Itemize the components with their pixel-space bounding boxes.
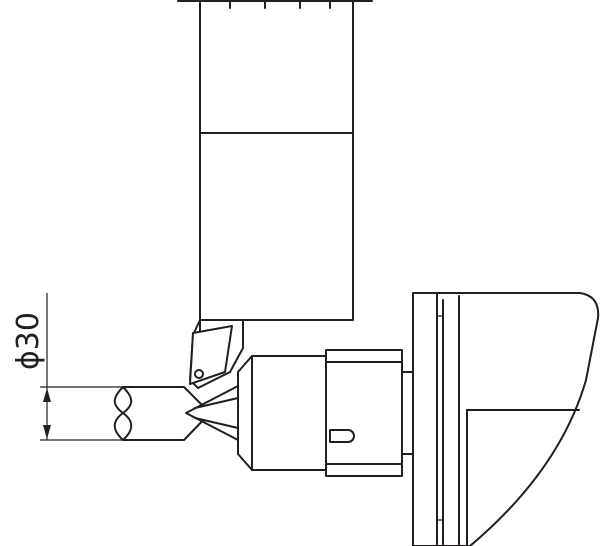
arrow-top-icon bbox=[43, 388, 51, 402]
insert-holder bbox=[189, 319, 244, 389]
diameter-label: ϕ30 bbox=[11, 312, 46, 370]
tailstock-body bbox=[412, 292, 600, 546]
workpiece-bar bbox=[113, 386, 211, 441]
diameter-dimension: ϕ30 bbox=[11, 293, 123, 441]
tool-holder-shank bbox=[177, 0, 373, 321]
arrow-bottom-icon bbox=[43, 425, 51, 439]
insert-screw-icon bbox=[194, 369, 204, 379]
